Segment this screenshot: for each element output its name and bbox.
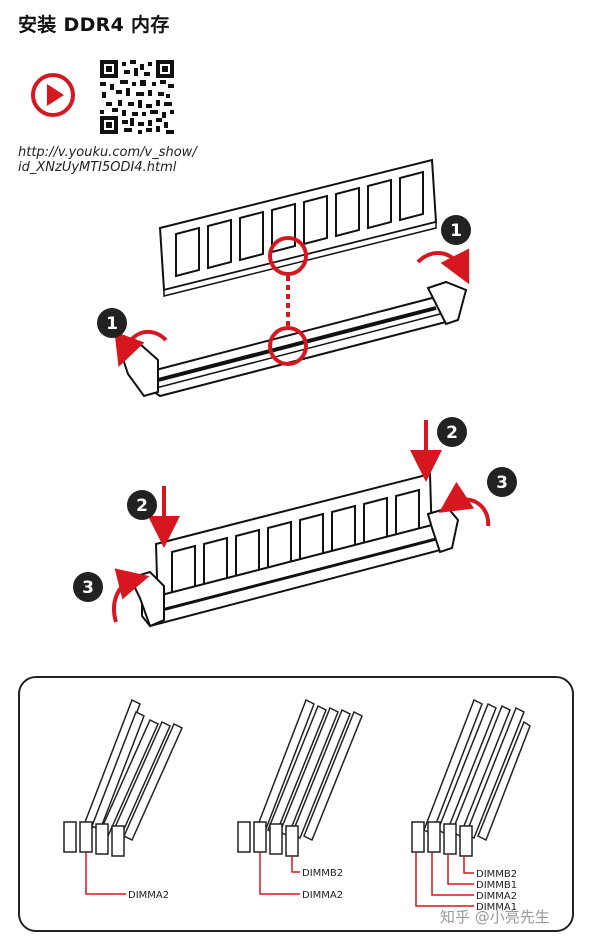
label-dimma2-config3: DIMMA2 — [476, 891, 517, 902]
label-dimmb2-config2: DIMMB2 — [302, 868, 343, 879]
svg-text:1: 1 — [106, 314, 118, 334]
svg-text:3: 3 — [82, 578, 94, 598]
step-badge-2-right: 2 — [437, 417, 467, 447]
qr-code-icon — [100, 60, 174, 134]
open-latch-arrow-right — [416, 248, 470, 285]
label-dimma2-config2: DIMMA2 — [302, 890, 343, 901]
config-four-modules — [411, 698, 531, 857]
label-dimma2-config1: DIMMA2 — [128, 890, 169, 901]
memory-module-inserted — [154, 472, 434, 612]
page-title: 安装 DDR4 内存 — [18, 14, 170, 36]
dimm-slot-top — [118, 280, 468, 398]
notch-highlight-module — [268, 236, 308, 276]
step-badge-1-right: 1 — [441, 215, 471, 245]
video-url[interactable]: http://v.youku.com/v_show/ id_XNzUyMTI5O… — [18, 145, 197, 175]
step-badge-3-right: 3 — [487, 467, 517, 497]
close-latch-arrow-left — [112, 568, 150, 623]
video-url-line2: id_XNzUyMTI5ODI4.html — [18, 160, 177, 175]
video-url-line1: http://v.youku.com/v_show/ — [18, 145, 197, 160]
label-dimma1-config3: DIMMA1 — [476, 902, 517, 913]
slot-configuration-panel — [18, 676, 574, 932]
svg-text:2: 2 — [136, 496, 148, 516]
step-badge-1-left: 1 — [97, 308, 127, 338]
label-dimmb1-config3: DIMMB1 — [476, 880, 517, 891]
memory-module-top — [158, 158, 438, 297]
notch-highlight-slot — [268, 326, 308, 366]
label-dimmb2-config3: DIMMB2 — [476, 869, 517, 880]
watermark: 知乎 @小亮先生 — [440, 908, 550, 926]
step-badge-3-left: 3 — [73, 572, 103, 602]
config-one-module — [63, 698, 183, 857]
close-latch-arrow-right — [438, 481, 491, 527]
play-icon[interactable] — [30, 72, 76, 118]
svg-text:2: 2 — [446, 423, 458, 443]
svg-text:1: 1 — [450, 221, 462, 241]
config-two-modules — [237, 698, 363, 857]
svg-text:3: 3 — [496, 473, 508, 493]
open-latch-arrow-left — [114, 329, 168, 368]
step-badge-2-left: 2 — [127, 490, 157, 520]
